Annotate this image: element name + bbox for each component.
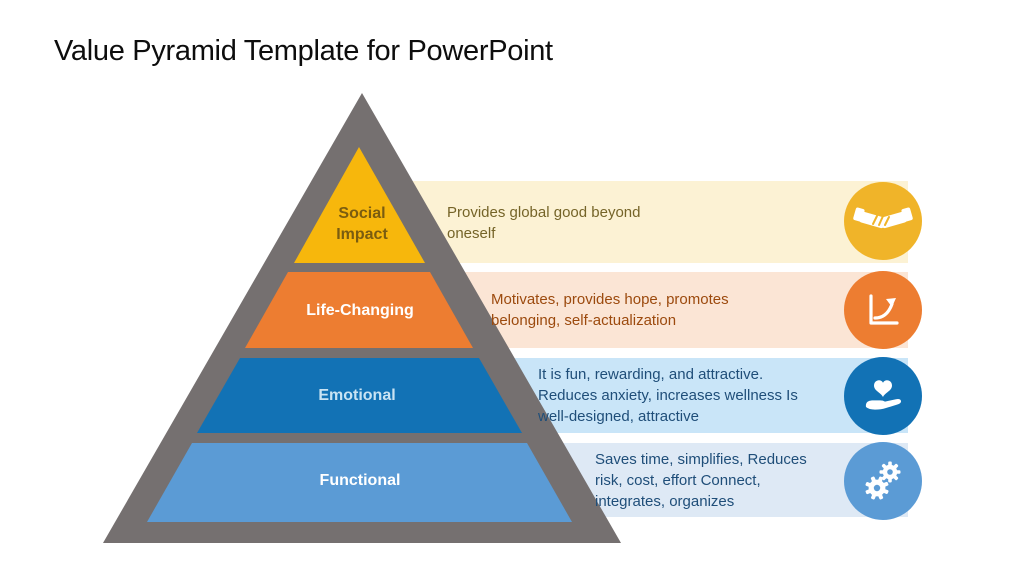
growth-chart-icon xyxy=(869,294,899,325)
pyramid-level-functional xyxy=(147,443,572,522)
level-description-emotional: It is fun, rewarding, and attractive. Re… xyxy=(538,366,798,425)
level-description-life-changing: Motivates, provides hope, promotes belon… xyxy=(491,291,729,329)
handshake-icon xyxy=(853,207,913,229)
level-label-social-impact: Social Impact xyxy=(336,205,388,243)
pyramid-level-social-impact xyxy=(294,147,425,263)
level-description-functional: Saves time, simplifies, Reduces risk, co… xyxy=(595,451,807,510)
pyramid-level-life-changing xyxy=(245,272,473,348)
level-label-functional: Functional xyxy=(319,472,401,489)
pyramid-level-emotional xyxy=(197,358,522,433)
level-description-social-impact: Provides global good beyond oneself xyxy=(447,204,641,242)
gears-icon xyxy=(865,461,901,500)
functional-icon-circle xyxy=(844,442,922,520)
life-changing-icon-circle xyxy=(844,271,922,349)
slide-title: Value Pyramid Template for PowerPoint xyxy=(54,35,553,67)
level-label-emotional: Emotional xyxy=(318,387,396,404)
heart-in-hand-icon xyxy=(865,380,902,410)
level-label-life-changing: Life-Changing xyxy=(306,302,414,319)
